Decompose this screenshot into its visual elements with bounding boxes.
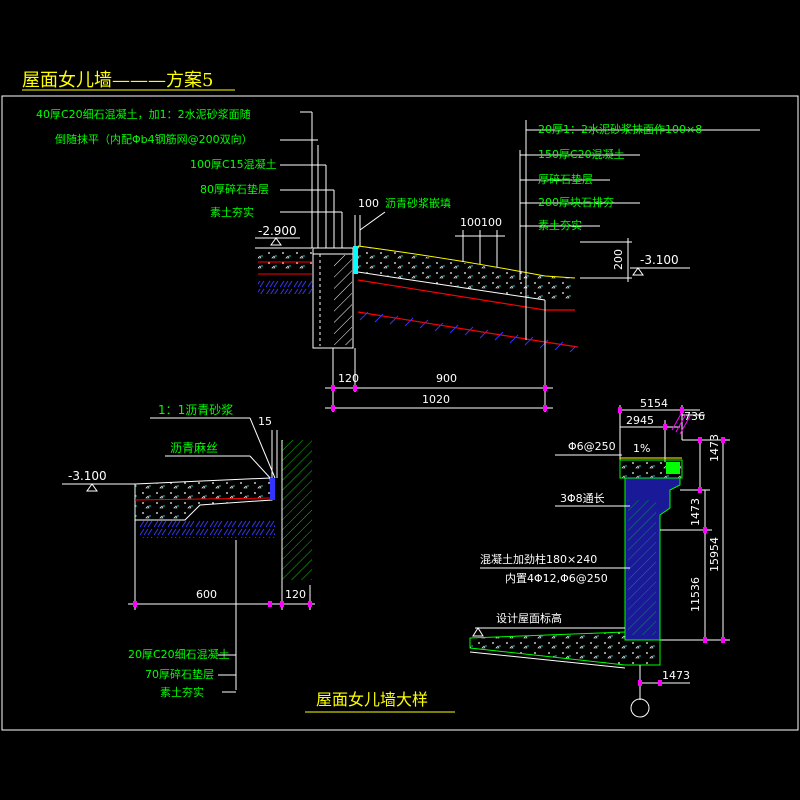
note-c20-150: 150厚C20混凝土: [538, 147, 625, 161]
note-gravel-thick: 厚碎石垫层: [538, 172, 593, 186]
slab-red-line-2: [357, 311, 546, 343]
detail2-soil: [140, 520, 275, 538]
roof-slab: [469, 631, 661, 666]
dim-120-top: 120: [338, 372, 359, 385]
left-soil-hatch: [258, 280, 313, 294]
roof-elevation-marker: [472, 627, 484, 637]
detail-2-section: 1：1沥青砂浆 15 沥青麻丝 -3.100 600 120: [62, 402, 315, 699]
note-rebar-mesh: 倒随抹平（内配Φb4钢筋网@200双向）: [55, 132, 253, 146]
dim-1473-mid: 1473: [689, 498, 702, 526]
dim-120-bottom: 120: [285, 588, 306, 601]
detail1-bottom-dim-lines: [325, 300, 553, 412]
dim-1020: 1020: [422, 393, 450, 406]
elevation-detail2: -3.100: [68, 469, 107, 483]
elevation-marker-right: [630, 267, 690, 276]
detail-1-section: 40厚C20细石混凝土，加1：2水泥砂浆面随 倒随抹平（内配Φb4钢筋网@200…: [36, 107, 760, 412]
roof-slab-bottom: [469, 651, 626, 669]
joint-leader: [359, 211, 386, 231]
slab-bottom-line: [357, 271, 546, 301]
dim-11536: 11536: [689, 577, 702, 612]
slab-soil-hatch: [359, 311, 577, 353]
slab-red-line-2b: [544, 341, 579, 348]
elevation-left-2900: -2.900: [258, 224, 297, 238]
detail3-right-ticks: [698, 437, 725, 643]
note-asphalt-hemp: 沥青麻丝: [170, 440, 218, 455]
dim-736: 736: [684, 410, 705, 423]
dim-200: 200: [612, 249, 625, 270]
note-compacted-soil-bottom: 素土夯实: [160, 685, 204, 699]
dim-100-joint: 100: [358, 197, 379, 210]
detail1-left-notes: 40厚C20细石混凝土，加1：2水泥砂浆面随 倒随抹平（内配Φb4钢筋网@200…: [36, 107, 277, 219]
note-concrete-column: 混凝土加劲柱180×240: [480, 552, 597, 566]
dim-1473-top: 1473: [708, 434, 721, 462]
dim-900: 900: [436, 372, 457, 385]
drawing-frame: [1, 95, 799, 731]
note-asphalt-joint: 沥青砂浆嵌填: [385, 196, 451, 210]
wall-hatch: [334, 255, 352, 345]
slab-red-line-1: [357, 279, 546, 311]
dim-15954: 15954: [708, 537, 721, 572]
dim-200-lines: [580, 238, 632, 282]
dim-600: 600: [196, 588, 217, 601]
axis-bubble: [630, 698, 650, 718]
elevation-marker-detail2: [62, 483, 135, 492]
note-3phi8: 3Φ8通长: [560, 492, 605, 505]
detail1-right-notes: 20厚1：2水泥砂浆抹面作100×8 150厚C20混凝土 厚碎石垫层 200厚…: [538, 122, 702, 232]
note-gravel-80: 80厚碎石垫层: [200, 182, 269, 196]
detail3-top-ticks: [618, 407, 684, 430]
slope-1pct: 1%: [633, 442, 650, 455]
note-asphalt-mortar: 1：1沥青砂浆: [158, 402, 233, 417]
detail2-bottom-notes: 20厚C20细石混凝土 70厚碎石垫层 素土夯实: [128, 647, 230, 699]
note-cement-mortar: 20厚1：2水泥砂浆抹面作100×8: [538, 122, 702, 136]
note-c20-20: 20厚C20细石混凝土: [128, 647, 230, 661]
elevation-right-3100: -3.100: [640, 253, 679, 267]
detail2-dim-ticks: [133, 601, 312, 607]
note-asphalt-hemp-leader: [249, 455, 273, 481]
note-c15-concrete: 100厚C15混凝土: [190, 157, 277, 171]
detail1-dim-ticks: [331, 385, 547, 411]
dim-5154: 5154: [640, 397, 668, 410]
detail1-right-leaders: [519, 120, 760, 340]
elevation-marker-left: [255, 237, 300, 246]
dim-1473-bottom: 1473: [662, 669, 690, 682]
note-compacted-soil-left: 素土夯实: [210, 205, 254, 219]
note-asphalt-mortar-leader: [249, 417, 276, 479]
note-gravel-70: 70厚碎石垫层: [145, 667, 214, 681]
roof-elevation-label: 设计屋面标高: [496, 611, 562, 625]
drawing-title: 屋面女儿墙———方案5: [22, 70, 213, 91]
rebar-phi6-250: Φ6@250: [568, 440, 616, 453]
dim-groove-100100: 100100: [460, 216, 502, 229]
detail-3-section: 5154 2945 736 Φ6@250 1% 3Φ8通长 混凝土加劲柱180×…: [469, 397, 730, 718]
detail2-red-line: [134, 497, 273, 501]
note-fine-concrete: 40厚C20细石混凝土，加1：2水泥砂浆面随: [36, 107, 251, 121]
caption-parapet-detail: 屋面女儿墙大样: [316, 690, 428, 709]
detail2-note-leaders: [218, 654, 236, 693]
dim-1473-bottom-tick-b: [658, 680, 662, 686]
joint-fill: [353, 246, 358, 274]
note-block-stone: 200厚块石排夯: [538, 195, 614, 209]
sloped-concrete-slab: [358, 246, 575, 300]
parapet-column-hatch: [628, 500, 656, 635]
slab-top-surface: [357, 245, 576, 279]
dim-1473-bottom-tick-a: [638, 680, 642, 686]
detail1-left-leaders: [280, 111, 343, 248]
dim-2945: 2945: [626, 414, 654, 427]
dim-15: 15: [258, 415, 272, 428]
note-column-rebar: 内置4Φ12,Φ6@250: [505, 571, 608, 585]
detail2-joint-fill: [270, 478, 275, 500]
note-compacted-soil-right: 素土夯实: [538, 218, 582, 232]
detail2-wall-hatch: [282, 440, 312, 580]
detail3-736-ticks: [671, 411, 691, 435]
groove-dim-lines: [455, 230, 505, 267]
coping-drip: [666, 462, 680, 474]
